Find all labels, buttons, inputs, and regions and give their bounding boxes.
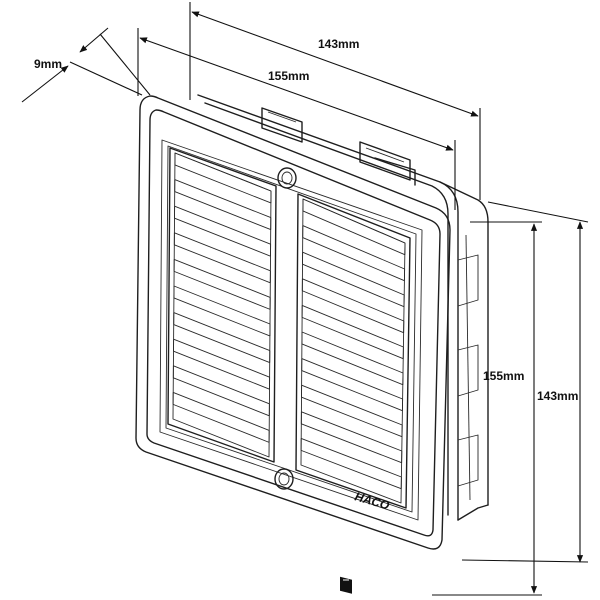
louvre-slat [174, 152, 272, 204]
dim-label-top-outer: 143mm [318, 37, 359, 51]
screw-bottom [274, 468, 294, 490]
louvre-slat [173, 232, 271, 284]
screw-top [277, 167, 297, 189]
louvre-slat [300, 437, 402, 490]
louvre-slat [302, 251, 405, 308]
louvre-slat [302, 198, 406, 256]
dim-right-inner: 155mm [432, 221, 542, 596]
louvre-panel-right [295, 193, 411, 509]
dim-label-depth: 9mm [34, 57, 62, 71]
louvre-slat [173, 258, 271, 310]
louvre-panel-left [167, 147, 277, 463]
louvre-panel-border [295, 193, 411, 509]
louvre-slat [174, 205, 272, 257]
dim-label-top-inner: 155mm [268, 69, 309, 83]
louvre-slat [174, 179, 272, 230]
louvre-slat [301, 278, 405, 334]
louvre-slat [301, 304, 404, 360]
dim-label-right-inner: 155mm [483, 369, 524, 383]
louvre-panel-border [167, 147, 277, 463]
dim-depth: 9mm [21, 27, 151, 103]
louvre-slat [301, 358, 404, 412]
louvre-slat [172, 391, 270, 443]
louvre-slat [301, 331, 404, 386]
louvre-panels [167, 147, 411, 509]
louvre-slat [300, 411, 403, 464]
louvre-slat [173, 338, 271, 390]
dim-label-right-outer: 143mm [537, 389, 578, 403]
brand-logo: HACO [340, 489, 392, 594]
louvre-slat [301, 384, 403, 438]
louvre-panel-inner-border [300, 198, 406, 504]
dim-top-inner: 155mm [137, 28, 456, 210]
dim-right-outer: 143mm [461, 201, 589, 563]
louvre-slat [302, 225, 406, 282]
louvre-slat [173, 312, 271, 363]
louvre-slat [173, 285, 271, 337]
louvre-slat [172, 365, 270, 417]
brand-name: HACO [353, 489, 391, 512]
